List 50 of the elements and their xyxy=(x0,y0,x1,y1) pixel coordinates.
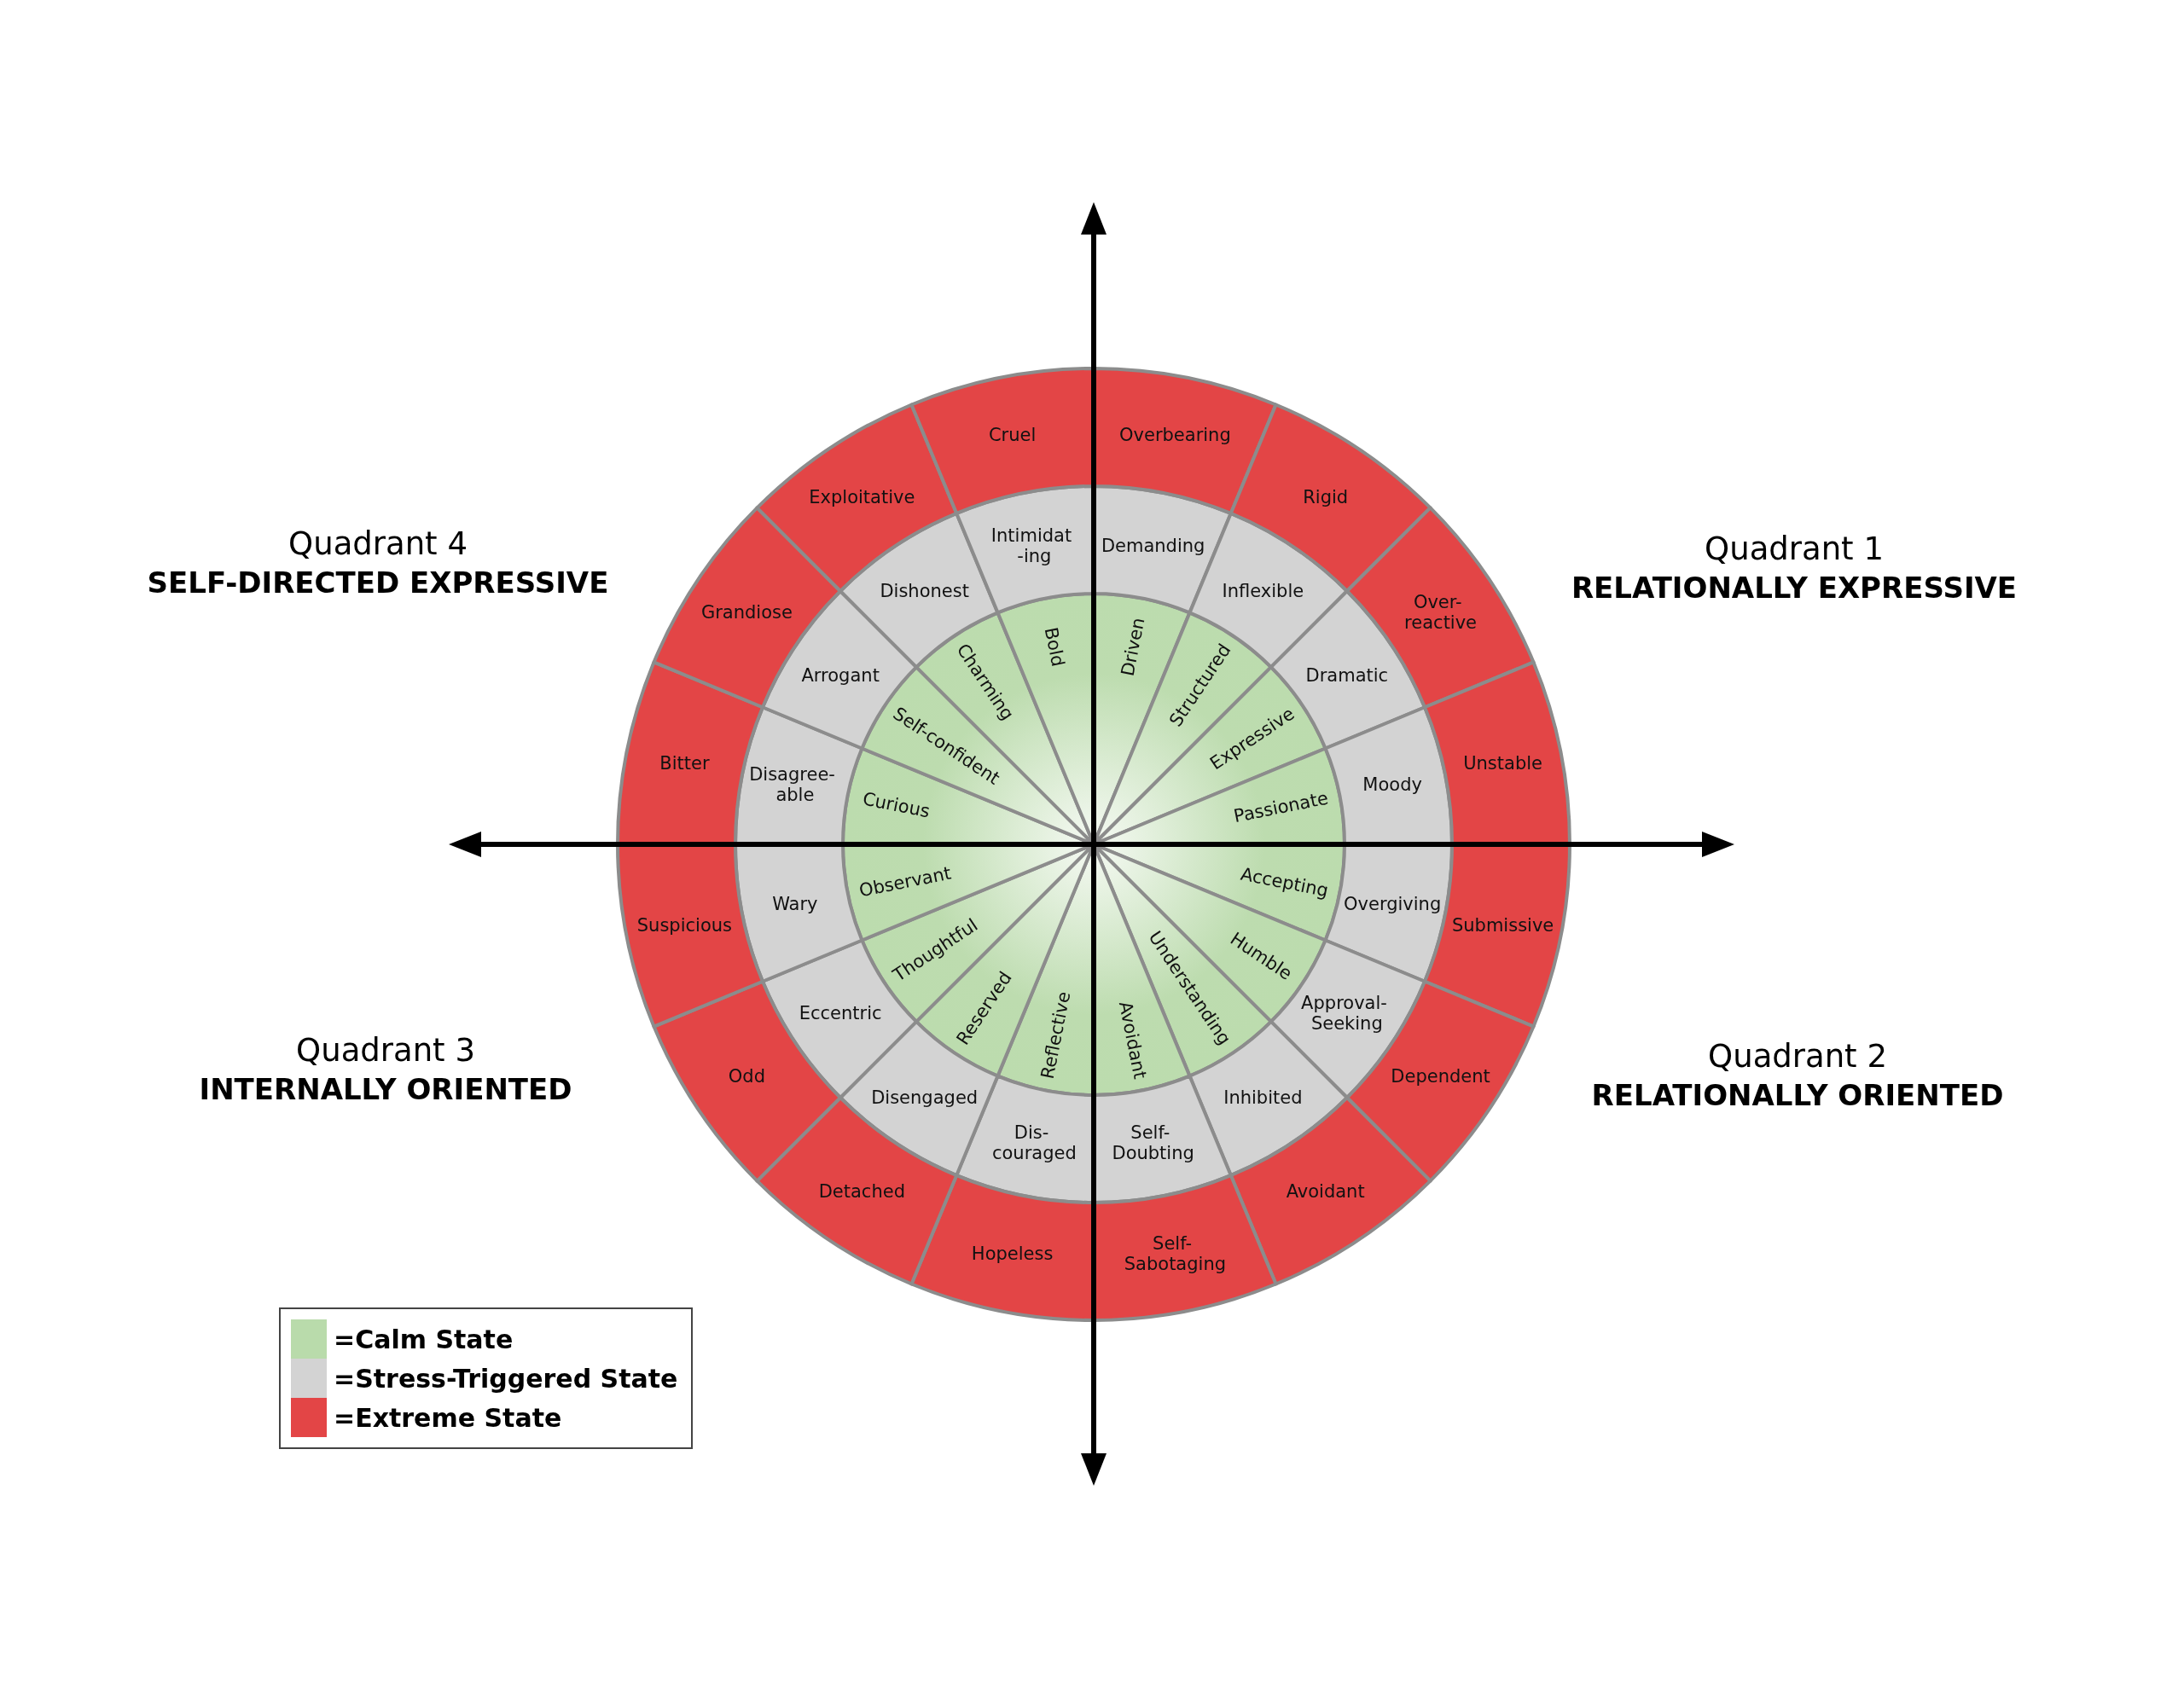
segment-label: Wary xyxy=(772,893,818,914)
segment-label: Self- Sabotaging xyxy=(1124,1232,1227,1274)
segment-label: Reflective xyxy=(1037,989,1075,1081)
segment-label: Passionate xyxy=(1231,787,1330,827)
segment-label: Eccentric xyxy=(799,1003,882,1024)
segment-label: Grandiose xyxy=(700,602,793,623)
segment-label: Hopeless xyxy=(971,1243,1054,1264)
segment-label: Driven xyxy=(1117,616,1149,678)
quadrant-number: Quadrant 2 xyxy=(1708,1037,1887,1075)
segment-label: Arrogant xyxy=(801,664,880,686)
segment-label: Dependent xyxy=(1391,1065,1490,1087)
quadrant-number: Quadrant 3 xyxy=(296,1031,475,1069)
segment-label: Disengaged xyxy=(871,1087,979,1108)
quadrant-title: RELATIONALLY EXPRESSIVE xyxy=(1571,571,2018,605)
segment-label: Bold xyxy=(1040,625,1069,669)
segment-label: Demanding xyxy=(1101,535,1205,556)
segment-label: Unstable xyxy=(1463,752,1542,774)
quadrant-title: INTERNALLY ORIENTED xyxy=(199,1072,572,1106)
segment-label: Approval- Seeking xyxy=(1301,993,1387,1035)
legend-label: =Extreme State xyxy=(334,1402,562,1433)
legend-label: =Calm State xyxy=(334,1324,514,1354)
segment-label: Avoidant xyxy=(1286,1180,1365,1202)
segment-label: Self- Doubting xyxy=(1112,1122,1194,1164)
segment-label: Inhibited xyxy=(1223,1087,1303,1108)
segment-label: Rigid xyxy=(1303,487,1349,508)
segment-label: Curious xyxy=(861,788,932,822)
quadrant-number: Quadrant 1 xyxy=(1705,530,1884,567)
segment-label: Observant xyxy=(857,862,953,901)
quadrant-title: SELF-DIRECTED EXPRESSIVE xyxy=(147,565,609,600)
segment-label: Suspicious xyxy=(636,915,732,936)
segment-label: Intimidat -ing xyxy=(990,525,1072,566)
segment-label: Cruel xyxy=(988,425,1037,446)
legend-label: =Stress-Triggered State xyxy=(334,1363,678,1394)
segment-label: Submissive xyxy=(1451,915,1554,936)
segment-label: Dramatic xyxy=(1305,664,1389,686)
segment-label: Inflexible xyxy=(1222,581,1304,602)
segment-label: Avoidant xyxy=(1114,1000,1151,1081)
segment-label: Exploitative xyxy=(809,487,915,508)
segment-label: Overbearing xyxy=(1119,425,1231,446)
quadrant-number: Quadrant 4 xyxy=(288,525,468,562)
segment-label: Overgiving xyxy=(1344,893,1442,914)
quadrant-title: RELATIONALLY ORIENTED xyxy=(1591,1078,2004,1112)
segment-label: Over- reactive xyxy=(1404,592,1478,634)
segment-label: Detached xyxy=(818,1180,905,1202)
segment-label: Odd xyxy=(728,1065,765,1087)
segment-label: Dis- couraged xyxy=(991,1122,1077,1164)
segment-label: Bitter xyxy=(659,752,710,774)
segment-label: Moody xyxy=(1362,774,1422,796)
segment-label: Dishonest xyxy=(880,581,969,602)
segment-label: Disagree- able xyxy=(749,764,835,806)
